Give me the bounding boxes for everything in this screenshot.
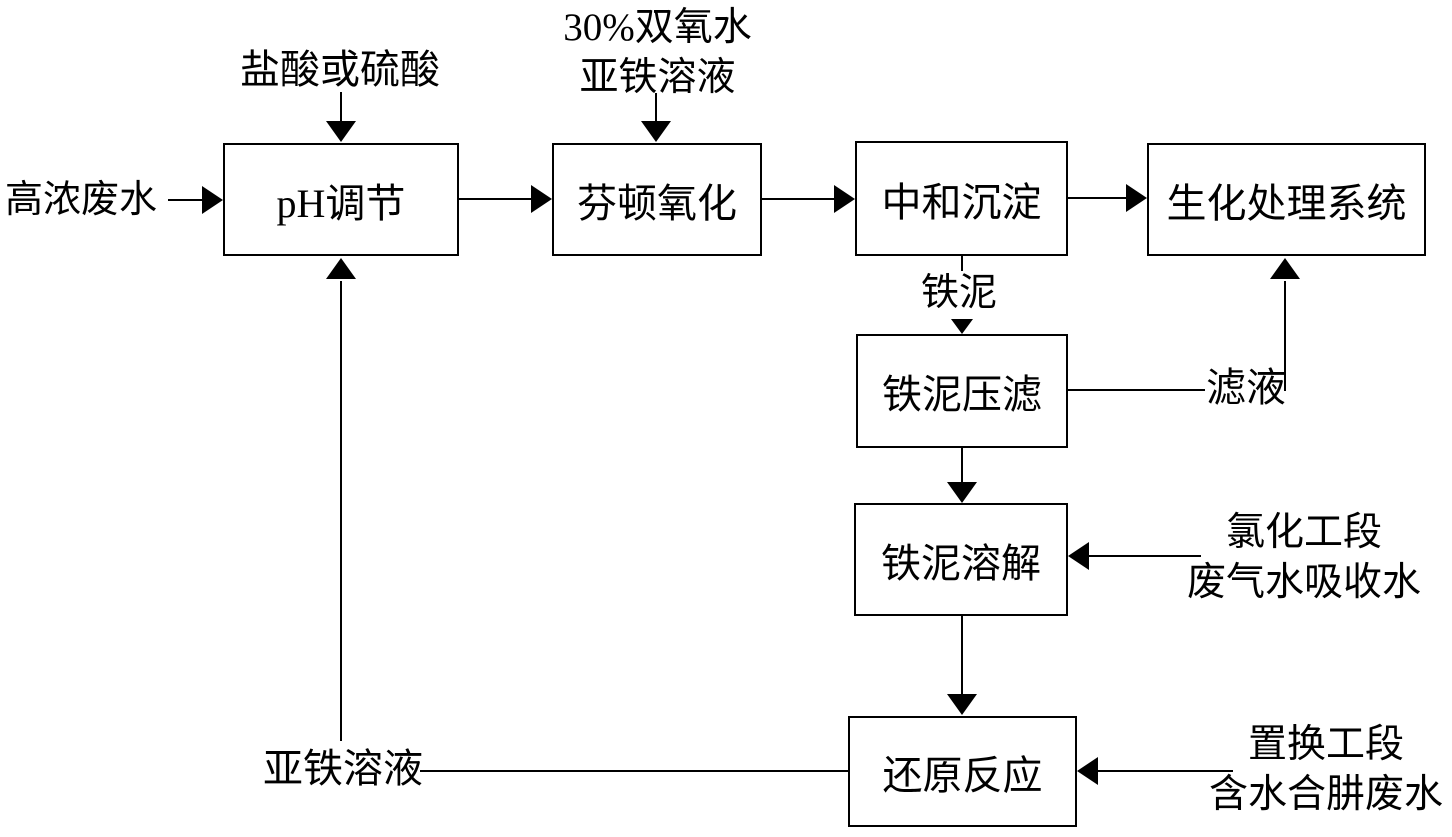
label-iron-mud: 铁泥 xyxy=(921,272,998,314)
box-ph-adjust: pH调节 xyxy=(223,143,459,256)
box-iron-mud-filter-press: 铁泥压滤 xyxy=(856,334,1068,448)
line-neutralize-to-bio xyxy=(1068,197,1128,199)
line-ferrous-up xyxy=(340,281,342,741)
label-filtrate: 滤液 xyxy=(1206,365,1286,410)
label-chlorination-line2: 废气水吸收水 xyxy=(1186,561,1421,604)
label-oxidant: 30%双氧水 亚铁溶液 xyxy=(530,3,785,103)
box-reduction-reaction: 还原反应 xyxy=(848,716,1077,827)
line-influent xyxy=(168,199,204,201)
box-neutralization-precipitation-label: 中和沉淀 xyxy=(881,179,1042,225)
line-filtrate-up xyxy=(1284,281,1286,391)
box-biochemical-treatment-system-label: 生化处理系统 xyxy=(1166,180,1407,226)
label-replacement-section: 置换工段 含水合肼废水 xyxy=(1200,720,1452,820)
line-press-to-dissolve xyxy=(961,448,963,483)
line-neutralize-down xyxy=(961,256,963,271)
arrowhead-ph-to-fenton-icon xyxy=(531,185,552,213)
box-biochemical-treatment-system: 生化处理系统 xyxy=(1147,143,1426,256)
label-acid: 盐酸或硫酸 xyxy=(240,47,440,92)
box-reduction-reaction-label: 还原反应 xyxy=(882,752,1043,798)
label-chlorination-section: 氯化工段 废气水吸收水 xyxy=(1180,508,1428,608)
box-iron-mud-filter-press-label: 铁泥压滤 xyxy=(882,372,1042,417)
label-chlorination-line1: 氯化工段 xyxy=(1225,511,1382,554)
box-ph-adjust-label: pH调节 xyxy=(276,180,406,226)
arrowhead-iron-mud-down-icon xyxy=(951,319,973,334)
label-influent: 高浓废水 xyxy=(5,179,158,221)
label-ferrous-solution: 亚铁溶液 xyxy=(263,746,423,791)
line-ph-to-fenton xyxy=(459,198,533,200)
line-chlorination-in xyxy=(1088,555,1201,557)
box-iron-mud-dissolution-label: 铁泥溶解 xyxy=(881,540,1041,586)
line-oxidant-down xyxy=(655,93,657,122)
arrowhead-dissolve-to-reduce-icon xyxy=(947,694,977,715)
line-press-to-filtrate xyxy=(1068,389,1205,391)
line-fenton-to-neutralize xyxy=(762,198,836,200)
arrowhead-filtrate-up-icon xyxy=(1270,258,1300,279)
arrowhead-neutralize-to-bio-icon xyxy=(1126,184,1147,212)
arrowhead-fenton-to-neutralize-icon xyxy=(834,185,855,213)
arrowhead-replacement-left-icon xyxy=(1077,757,1098,785)
line-ferrous-horizontal xyxy=(420,770,848,772)
line-acid-down xyxy=(340,92,342,122)
label-replacement-line1: 置换工段 xyxy=(1247,723,1404,766)
arrowhead-chlorination-left-icon xyxy=(1068,542,1089,570)
arrowhead-influent-right-icon xyxy=(202,186,223,214)
arrowhead-acid-down-icon xyxy=(326,121,356,142)
line-dissolve-to-reduce xyxy=(961,616,963,695)
box-fenton-oxidation-label: 芬顿氧化 xyxy=(577,180,737,226)
box-fenton-oxidation: 芬顿氧化 xyxy=(552,143,762,256)
arrowhead-ferrous-up-icon xyxy=(326,258,356,279)
box-iron-mud-dissolution: 铁泥溶解 xyxy=(854,503,1068,616)
line-replacement-in xyxy=(1097,770,1233,772)
arrowhead-oxidant-down-icon xyxy=(641,121,671,142)
box-neutralization-precipitation: 中和沉淀 xyxy=(855,141,1068,256)
arrowhead-press-to-dissolve-icon xyxy=(947,482,977,503)
label-oxidant-line2: 亚铁溶液 xyxy=(579,56,736,99)
label-replacement-line2: 含水合肼废水 xyxy=(1208,773,1443,816)
label-oxidant-line1: 30%双氧水 xyxy=(563,6,752,49)
